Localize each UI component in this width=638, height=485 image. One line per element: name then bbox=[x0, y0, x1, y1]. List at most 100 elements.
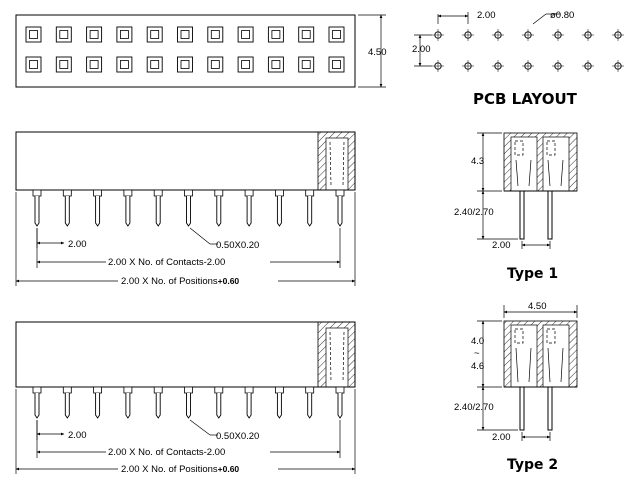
top-view-cell-inner bbox=[180, 30, 190, 39]
type2-title: Type 2 bbox=[507, 457, 558, 473]
type1-section: 4.3 2.40/2.70 2.00 Type 1 bbox=[454, 132, 578, 282]
top-view-cell-inner bbox=[89, 60, 99, 69]
top-view-cell-inner bbox=[59, 60, 69, 69]
top-view-height-label: 4.50 bbox=[368, 47, 387, 58]
pcb-holes bbox=[432, 29, 624, 72]
type2-height-label-bottom: 4.6 bbox=[471, 361, 484, 372]
pin-shoulder bbox=[214, 189, 224, 197]
top-view-cell bbox=[177, 56, 193, 73]
pin-shoulder bbox=[274, 386, 284, 394]
side-view-1-pin-label: 0.50X0.20 bbox=[216, 240, 259, 251]
top-view-cell-inner bbox=[271, 60, 281, 69]
pin bbox=[216, 393, 222, 419]
pin-shoulder bbox=[93, 189, 102, 197]
type2-width-label: 4.50 bbox=[528, 301, 547, 312]
top-view-cell bbox=[86, 56, 103, 73]
top-view-cell bbox=[25, 56, 42, 73]
top-view-cell bbox=[298, 26, 315, 43]
pin bbox=[246, 393, 252, 419]
pin-shoulder bbox=[153, 386, 163, 394]
top-view-cell-inner bbox=[89, 30, 99, 39]
pin-shoulder bbox=[153, 189, 163, 197]
top-view-cell-inner bbox=[301, 30, 311, 39]
top-view-cell bbox=[267, 56, 284, 73]
top-view-cell-inner bbox=[120, 30, 129, 39]
top-view-cell bbox=[55, 56, 72, 73]
pin bbox=[307, 196, 313, 227]
pin-shoulder bbox=[123, 189, 133, 197]
pin-shoulder bbox=[305, 189, 315, 197]
side-view-1-contacts-label: 2.00 X No. of Contacts-2.00 bbox=[108, 257, 225, 268]
side-view-2-contacts-label: 2.00 X No. of Contacts-2.00 bbox=[108, 447, 225, 458]
pcb-layout-title: PCB LAYOUT bbox=[473, 90, 578, 108]
type1-height-label: 4.3 bbox=[471, 156, 484, 167]
pin bbox=[64, 196, 70, 227]
svg-text:2.00 X No. of Positions+0.60: 2.00 X No. of Positions+0.60 bbox=[121, 276, 239, 287]
pin bbox=[337, 393, 343, 419]
top-view-cell-inner bbox=[180, 60, 190, 69]
pin bbox=[95, 393, 101, 419]
pin bbox=[125, 393, 131, 419]
top-view-cell-inner bbox=[150, 60, 160, 69]
top-view-cell bbox=[116, 26, 133, 43]
side-view-2-pins bbox=[32, 386, 345, 419]
side-view-2-pin-label: 0.50X0.20 bbox=[216, 431, 259, 442]
pin bbox=[34, 393, 40, 419]
top-view-cell bbox=[328, 56, 345, 73]
pin bbox=[186, 196, 191, 227]
top-view-cell bbox=[237, 56, 254, 73]
pcb-pitch-y-label: 2.00 bbox=[412, 44, 431, 55]
pin bbox=[216, 196, 222, 227]
top-view-cell bbox=[146, 26, 163, 43]
pin-shoulder bbox=[335, 189, 345, 197]
top-view-cells bbox=[25, 26, 345, 73]
top-view-cell bbox=[146, 56, 163, 73]
side-view-1-positions-extra: +0.60 bbox=[218, 276, 240, 286]
pcb-hole-diameter-label: ø0.80 bbox=[550, 10, 574, 21]
pin bbox=[186, 393, 191, 419]
top-view-cell-inner bbox=[120, 60, 129, 69]
type2-section: 4.50 4.0 ~ 4.6 2.40/2.70 2.00 Type 2 bbox=[454, 301, 578, 473]
top-view-cell-inner bbox=[210, 60, 220, 69]
type2-height-label-sep: ~ bbox=[474, 348, 480, 359]
top-view-cell bbox=[86, 26, 103, 43]
top-view: 4.50 bbox=[15, 14, 387, 88]
top-view-body bbox=[15, 14, 356, 88]
pin-shoulder bbox=[93, 386, 102, 394]
pin bbox=[34, 196, 40, 227]
top-view-cell-inner bbox=[29, 60, 38, 69]
pin bbox=[307, 393, 313, 419]
pin-shoulder bbox=[32, 386, 42, 394]
top-view-cell bbox=[177, 26, 193, 43]
pin bbox=[64, 393, 70, 419]
pin-shoulder bbox=[214, 386, 224, 394]
pcb-pitch-x-label: 2.00 bbox=[477, 10, 496, 21]
pin-shoulder bbox=[335, 386, 345, 394]
pin bbox=[95, 196, 101, 227]
top-view-cell bbox=[237, 26, 254, 43]
pin-shoulder bbox=[244, 189, 254, 197]
top-view-cell-inner bbox=[301, 60, 311, 69]
top-view-cell-inner bbox=[271, 30, 281, 39]
side-view-1-pins bbox=[32, 189, 345, 227]
pin-shoulder bbox=[184, 189, 193, 197]
side-view-1-pitch-label: 2.00 bbox=[68, 239, 87, 250]
pin bbox=[246, 196, 252, 227]
top-view-cell-inner bbox=[150, 30, 160, 39]
top-view-cell bbox=[267, 26, 284, 43]
pin bbox=[125, 196, 131, 227]
pin-shoulder bbox=[123, 386, 133, 394]
side-view-1-positions-label: 2.00 X No. of Positions bbox=[121, 276, 218, 287]
top-view-cell-inner bbox=[29, 30, 38, 39]
top-view-cell-inner bbox=[332, 30, 341, 39]
pin-shoulder bbox=[184, 386, 193, 394]
top-view-cell-inner bbox=[210, 30, 220, 39]
side-view-2-positions-label: 2.00 X No. of Positions bbox=[121, 464, 218, 475]
pin-shoulder bbox=[305, 386, 315, 394]
top-view-cell-inner bbox=[332, 60, 341, 69]
type1-pin-length-label: 2.40/2.70 bbox=[454, 207, 494, 218]
pin-shoulder bbox=[32, 189, 42, 197]
pin-shoulder bbox=[62, 386, 72, 394]
top-view-cell bbox=[207, 26, 224, 43]
